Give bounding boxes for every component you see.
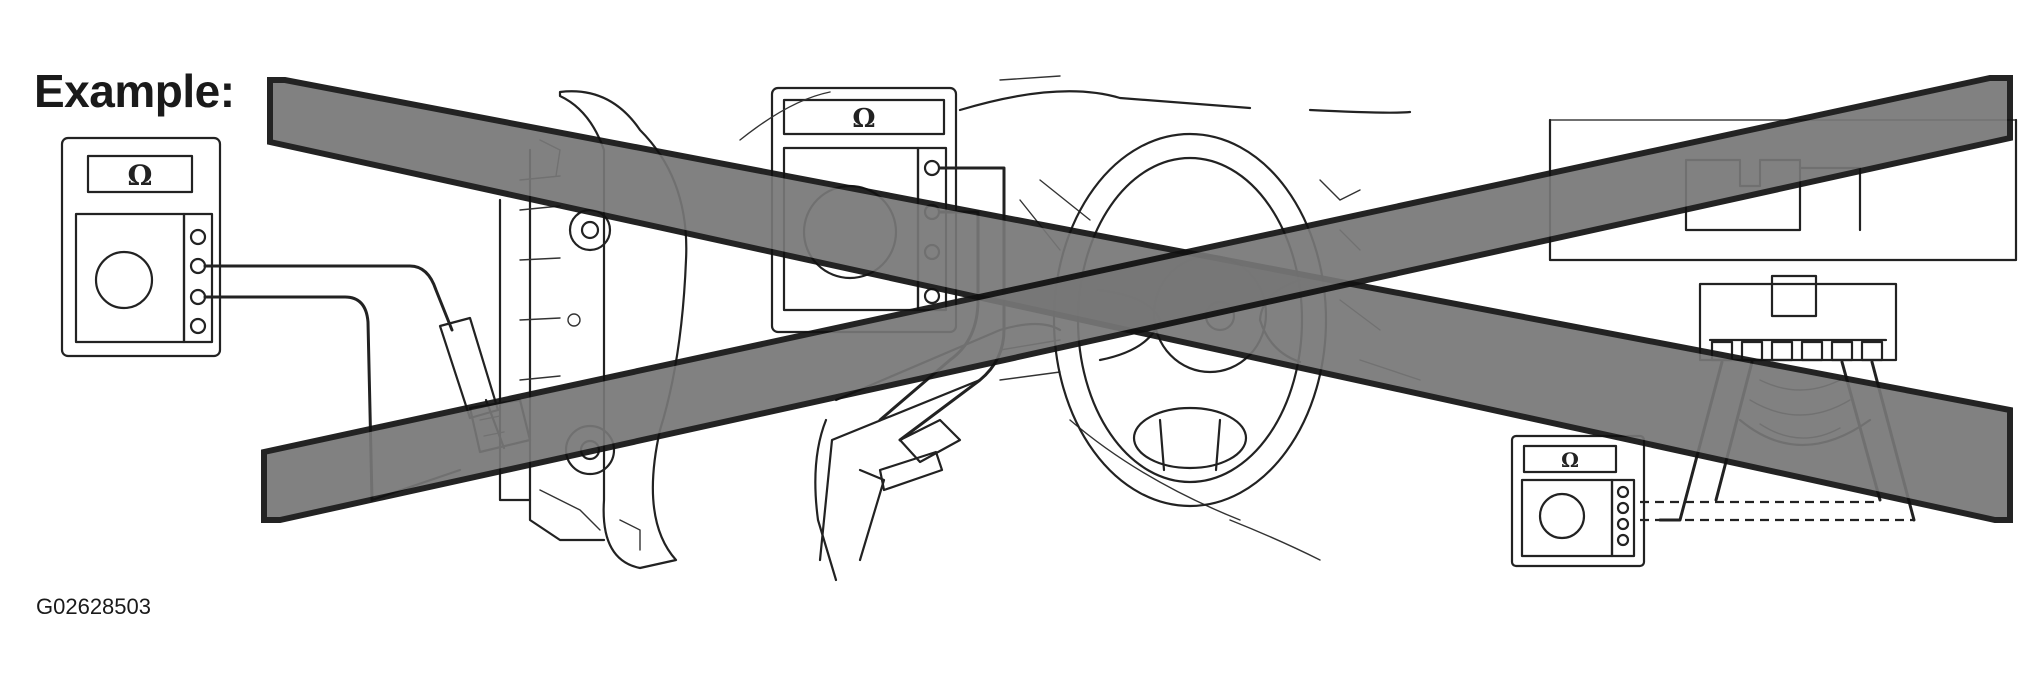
ohmmeter-left: Ω <box>60 136 222 358</box>
ohm-symbol: Ω <box>128 159 153 192</box>
ohmmeter-right: Ω <box>1510 434 1646 568</box>
ohm-symbol: Ω <box>852 104 875 134</box>
ohm-symbol: Ω <box>1561 448 1579 472</box>
figure-code: G02628503 <box>36 594 151 619</box>
example-heading: Example: <box>34 65 235 117</box>
prohibition-cross <box>261 75 2013 523</box>
